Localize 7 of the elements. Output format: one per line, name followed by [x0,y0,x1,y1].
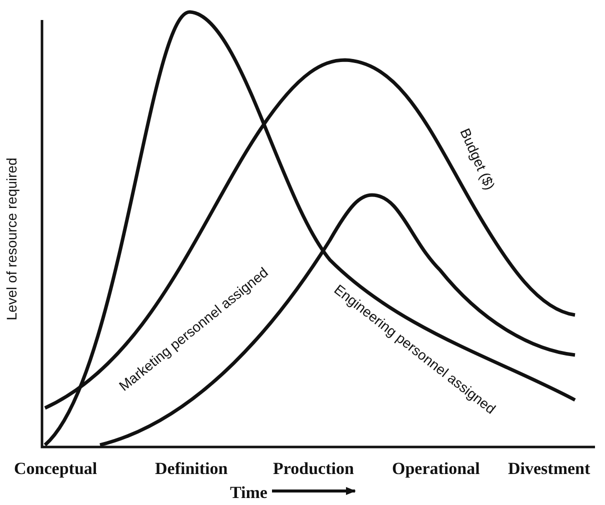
phase-label: Definition [155,460,228,477]
phase-label: Divestment [508,460,590,477]
axis-title: Time [230,484,268,501]
axis-title: Level of resource required [4,158,18,320]
phase-label: Operational [392,460,480,477]
phase-label: Production [273,460,354,477]
phase-label: Conceptual [14,460,98,477]
